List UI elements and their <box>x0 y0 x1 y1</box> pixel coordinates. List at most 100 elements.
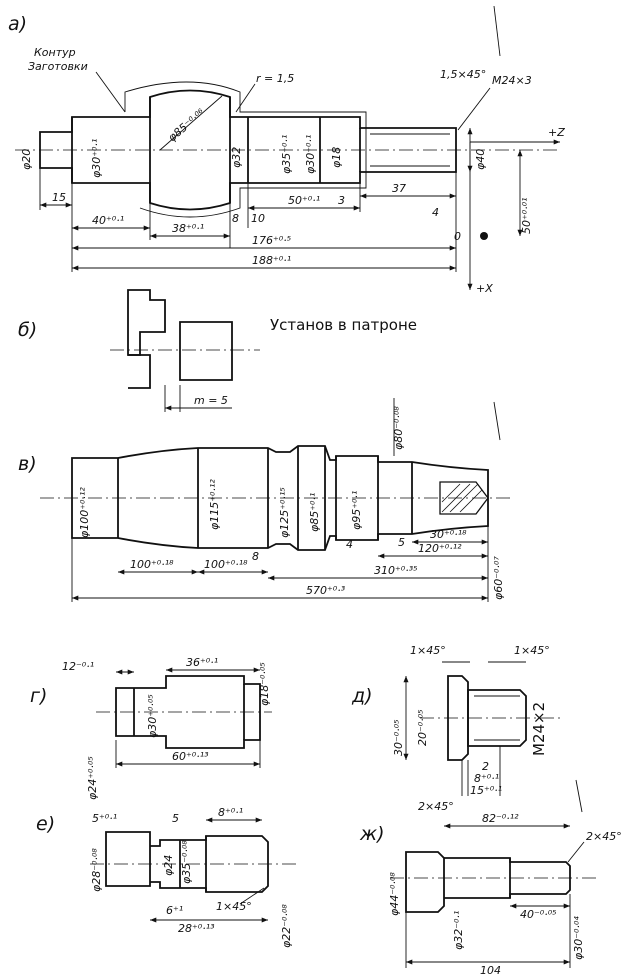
dim-g-l36: 36⁺⁰·¹ <box>186 656 218 669</box>
dim-l4: 4 <box>432 206 439 219</box>
sphere-dim-line <box>159 95 223 151</box>
dim-l188: 188⁺⁰·¹ <box>252 254 291 267</box>
dim-chamfer: 1,5×45° <box>440 68 486 81</box>
dim-l8: 8 <box>232 212 239 225</box>
scan-mark-3 <box>575 779 583 813</box>
label-b: б) <box>18 319 37 341</box>
dim-zh-ch1: 2×45° <box>418 800 454 813</box>
dim-d-ch2: 1×45° <box>514 644 550 657</box>
dim-l15: 15 <box>52 191 66 204</box>
dim-l50: 50⁺⁰·¹ <box>288 194 320 207</box>
dim-l4: 4 <box>346 538 353 551</box>
dim-d-l15: 15⁺⁰·¹ <box>470 784 502 797</box>
dim-l100a: 100⁺⁰·¹⁸ <box>130 558 174 571</box>
dim-thread: M24×3 <box>492 74 532 87</box>
dim-l3: 3 <box>338 194 345 207</box>
view-g: г) 12⁻⁰·¹ 36⁺⁰·¹ φ18⁻⁰·⁰⁵ φ30⁺⁰·⁰⁵ φ24⁺⁰… <box>30 656 272 800</box>
part-d-flange <box>447 675 469 761</box>
origin-zero: 0 <box>454 230 461 243</box>
dim-e-d35: φ35⁻⁰·⁰⁸ <box>180 840 193 884</box>
part-e-head <box>105 831 151 887</box>
dim-radius: r = 1,5 <box>256 72 294 85</box>
leader-e-ch <box>239 887 265 905</box>
dim-e-l28: 28⁺⁰·¹³ <box>178 922 215 935</box>
dim-m: m = 5 <box>194 394 228 407</box>
label-d: д) <box>351 685 373 707</box>
dim-e-d22: φ22⁻⁰·⁰⁸ <box>280 904 293 948</box>
dim-zh-d44: φ44⁻⁰·⁰⁸ <box>388 872 401 916</box>
dim-d20: φ20 <box>20 149 33 170</box>
label-a: а) <box>8 13 27 35</box>
blank-contour-label-1: Контур <box>34 46 76 59</box>
dim-l100b: 100⁺⁰·¹⁸ <box>204 558 248 571</box>
dim-zh-d32: φ32⁻⁰·¹ <box>452 911 465 950</box>
dim-e-l5b: 5 <box>172 812 179 825</box>
dim-zh-d30: φ30⁻⁰·⁰⁴ <box>572 916 585 960</box>
dim-l30: 30⁺⁰·¹⁸ <box>430 528 467 541</box>
dim-l5: 5 <box>398 536 405 549</box>
dim-zh-l104: 104 <box>480 964 501 977</box>
dim-e-d28: φ28⁻⁰·⁰⁸ <box>90 848 103 892</box>
dim-d-d20: 20⁻⁰·⁰⁵ <box>416 709 429 746</box>
dim-zh-l40: 40⁻⁰·⁰⁵ <box>520 908 557 921</box>
dim-e-d24: φ24 <box>162 855 175 876</box>
dim-d85: φ85⁻⁰·⁰⁶ <box>166 106 208 144</box>
leader-blank <box>95 71 126 113</box>
dim-g-l60: 60⁺⁰·¹³ <box>172 750 209 763</box>
view-b: б) m = 5 Установ в патроне <box>18 289 417 412</box>
dim-d35: φ35⁺⁰·¹ <box>280 135 293 174</box>
chuck-jaw-lower <box>128 354 151 389</box>
label-e: е) <box>36 813 55 835</box>
dim-d125: φ125⁺⁰·¹⁵ <box>278 487 291 538</box>
dim-d80: φ80⁻⁰·⁰⁸ <box>392 406 405 450</box>
leader-zh-ch2 <box>567 841 585 863</box>
dim-d95: φ95⁺⁰·¹ <box>350 491 363 530</box>
dim-l40: 40⁺⁰·¹ <box>92 214 124 227</box>
dim-l10: 10 <box>251 212 265 225</box>
label-zh: ж) <box>359 823 385 845</box>
part-d-thread <box>467 689 527 747</box>
view-d: д) 1×45° 1×45° 30⁻⁰·⁰⁵ 20⁻⁰·⁰⁵ M24×2 2 8… <box>351 644 560 797</box>
dim-l570: 570⁺⁰·³ <box>306 584 346 597</box>
axis-x-label: +X <box>476 282 493 295</box>
setup-title: Установ в патроне <box>270 316 417 334</box>
center-hole <box>439 481 489 515</box>
scan-mark-2 <box>493 401 501 441</box>
dim-d-m24: M24×2 <box>530 702 548 756</box>
leader-thread <box>457 87 491 131</box>
dim-d-l8: 8⁺⁰·¹ <box>474 772 499 785</box>
dim-e-l8: 8⁺⁰·¹ <box>218 806 243 819</box>
view-v: в) φ100⁺⁰·¹² φ115⁺⁰·¹² φ125⁺⁰·¹⁵ φ85⁺⁰·¹… <box>18 398 510 602</box>
dim-l176: 176⁺⁰·⁵ <box>252 234 291 247</box>
dim-d100: φ100⁺⁰·¹² <box>78 487 91 538</box>
scan-mark-1 <box>493 5 501 57</box>
dim-d115: φ115⁺⁰·¹² <box>208 479 221 530</box>
dim-d30b: φ30⁺⁰·¹ <box>304 135 317 174</box>
dim-d85: φ85⁺⁰·¹ <box>308 493 321 532</box>
dim-g-d18: φ18⁻⁰·⁰⁵ <box>258 662 271 706</box>
part-zh-head <box>405 851 445 913</box>
dim-l38: 38⁺⁰·¹ <box>172 222 204 235</box>
view-a: а) φ85⁻⁰·⁰⁶ Контур Заготовки r = 1,5 1,5… <box>8 13 565 295</box>
dim-l37: 37 <box>392 182 406 195</box>
dim-e-l6: 6⁺¹ <box>166 904 183 917</box>
center-hole-hatch <box>441 483 483 513</box>
dim-l310: 310⁺⁰·³⁵ <box>374 564 418 577</box>
dim-d-ch1: 1×45° <box>410 644 446 657</box>
chuck-jaw-upper <box>127 289 166 356</box>
leader-radius <box>235 83 256 113</box>
view-zh: ж) 2×45° 82⁻⁰·¹² 2×45° φ44⁻⁰·⁰⁸ φ32⁻⁰·¹ … <box>359 800 622 977</box>
dim-e-ch: 1×45° <box>216 900 252 913</box>
dim-d18: φ18 <box>330 147 343 168</box>
dim-d40: φ40 <box>474 149 487 170</box>
dim-l120: 120⁺⁰·¹² <box>418 542 462 555</box>
dim-g-l12: 12⁻⁰·¹ <box>62 660 94 673</box>
blank-contour-label-2: Заготовки <box>28 60 88 73</box>
dim-zh-ch2: 2×45° <box>586 830 622 843</box>
view-e: е) 5⁺⁰·¹ 5 8⁺⁰·¹ φ28⁻⁰·⁰⁸ φ24 φ35⁻⁰·⁰⁸ 6… <box>36 806 300 948</box>
blank-contour-outline <box>124 81 367 218</box>
dim-d-l2: 2 <box>482 760 489 773</box>
dim-r50: 50⁺⁰·⁰¹ <box>520 197 533 234</box>
dim-l8: 8 <box>252 550 259 563</box>
